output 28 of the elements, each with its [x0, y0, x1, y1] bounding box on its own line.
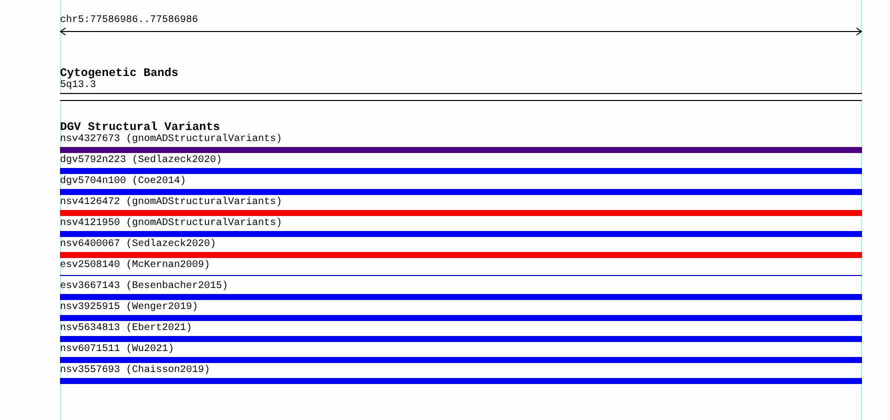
feature-label: nsv5634813 (Ebert2021) [60, 323, 192, 335]
feature-bar [60, 294, 862, 300]
feature-bar [60, 168, 862, 174]
feature-label: nsv6400067 (Sedlazeck2020) [60, 239, 216, 251]
feature-bar [60, 357, 862, 363]
feature-bar [60, 210, 862, 216]
location-label: chr5:77586986..77586986 [60, 15, 198, 27]
feature-label: dgv5792n223 (Sedlazeck2020) [60, 155, 222, 167]
track-heading: Cytogenetic Bands [60, 67, 178, 80]
band-label: 5q13.3 [60, 80, 96, 92]
feature-bar [60, 189, 862, 195]
feature-label: esv3667143 (Besenbacher2015) [60, 281, 228, 293]
feature-line [60, 275, 862, 276]
feature-label: nsv4121950 (gnomADStructuralVariants) [60, 218, 282, 230]
feature-label: nsv6071511 (Wu2021) [60, 344, 174, 356]
feature-bar [60, 231, 862, 237]
feature-label: nsv4126472 (gnomADStructuralVariants) [60, 197, 282, 209]
feature-bar [60, 252, 862, 258]
feature-label: nsv4327673 (gnomADStructuralVariants) [60, 134, 282, 146]
feature-bar [60, 336, 862, 342]
feature-label: nsv3557693 (Chaisson2019) [60, 365, 210, 377]
feature-bar [60, 315, 862, 321]
feature-label: esv2508140 (McKernan2009) [60, 260, 210, 272]
feature-bar [60, 378, 862, 384]
feature-label: dgv5704n100 (Coe2014) [60, 176, 186, 188]
feature-bar [60, 147, 862, 153]
track-heading: DGV Structural Variants [60, 121, 220, 134]
feature-label: nsv3925915 (Wenger2019) [60, 302, 198, 314]
